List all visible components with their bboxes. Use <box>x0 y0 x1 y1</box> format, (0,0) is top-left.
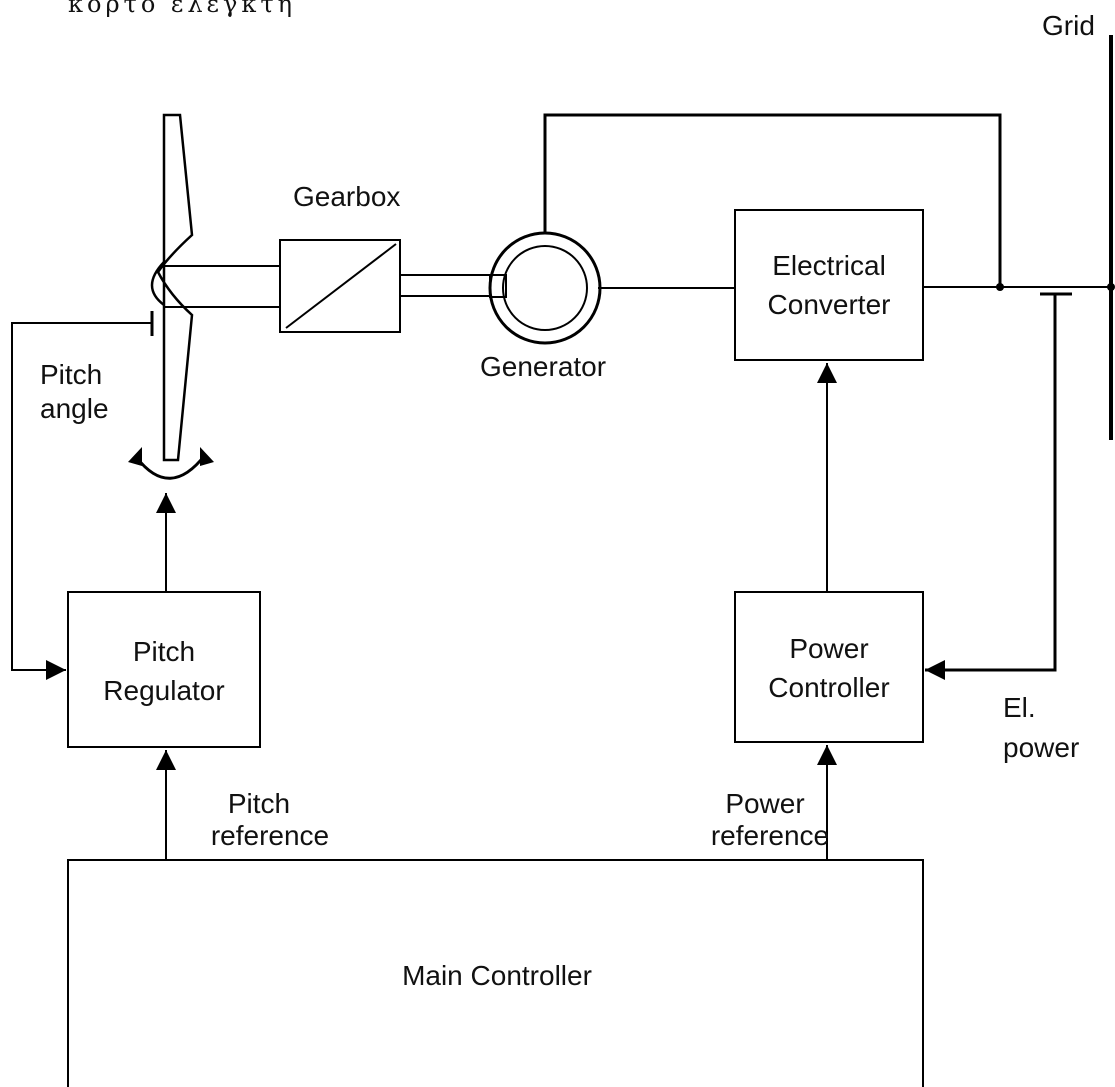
gearbox-diagonal <box>285 243 397 329</box>
stator-connection <box>543 113 1002 287</box>
power-controller-box <box>734 591 924 743</box>
generator-label: Generator <box>480 351 606 382</box>
pitch-regulator-label-line2: Regulator <box>103 675 224 706</box>
pitch-reference-label-line1: Pitch <box>228 788 290 819</box>
power-controller-label-line2: Controller <box>768 672 889 703</box>
grid-junction-dot <box>1107 283 1115 291</box>
pitch-regulator-label-line1: Pitch <box>133 636 195 667</box>
page-title: κορτο ελεγκτη <box>68 0 296 18</box>
pitch-reference-label-line2: reference <box>211 820 329 851</box>
power-reference-label-line2: reference <box>711 820 829 851</box>
grid-label: Grid <box>1042 10 1095 41</box>
el-power-label-line2: power <box>1003 732 1079 763</box>
main-controller-box <box>67 859 924 1087</box>
pitch-angle-feedback-line <box>11 322 152 680</box>
electrical-converter-box <box>734 209 924 361</box>
gearbox-box <box>279 239 401 333</box>
pitch-angle-label-line2: angle <box>40 393 109 424</box>
el-power-feedback-line <box>925 294 1057 680</box>
main-controller-label: Main Controller <box>402 960 592 991</box>
pitch-regulator-box <box>67 591 261 748</box>
el-power-label-line1: El. <box>1003 692 1036 723</box>
gearbox-label: Gearbox <box>293 181 400 212</box>
pitch-rotation-arrowhead-left <box>128 447 142 466</box>
electrical-converter-label-line1: Electrical <box>772 250 886 281</box>
rotor-blade <box>156 113 194 462</box>
junction-dot <box>996 283 1004 291</box>
power-reference-label-line1: Power <box>725 788 804 819</box>
electrical-converter-label-line2: Converter <box>768 289 891 320</box>
power-controller-label-line1: Power <box>789 633 868 664</box>
pitch-rotation-arrowhead-right <box>200 447 214 466</box>
generator-inner-ring <box>502 245 588 331</box>
rotor-hub <box>150 261 165 306</box>
pitch-angle-label-line1: Pitch <box>40 359 102 390</box>
pitch-rotation-arrow <box>135 454 207 480</box>
